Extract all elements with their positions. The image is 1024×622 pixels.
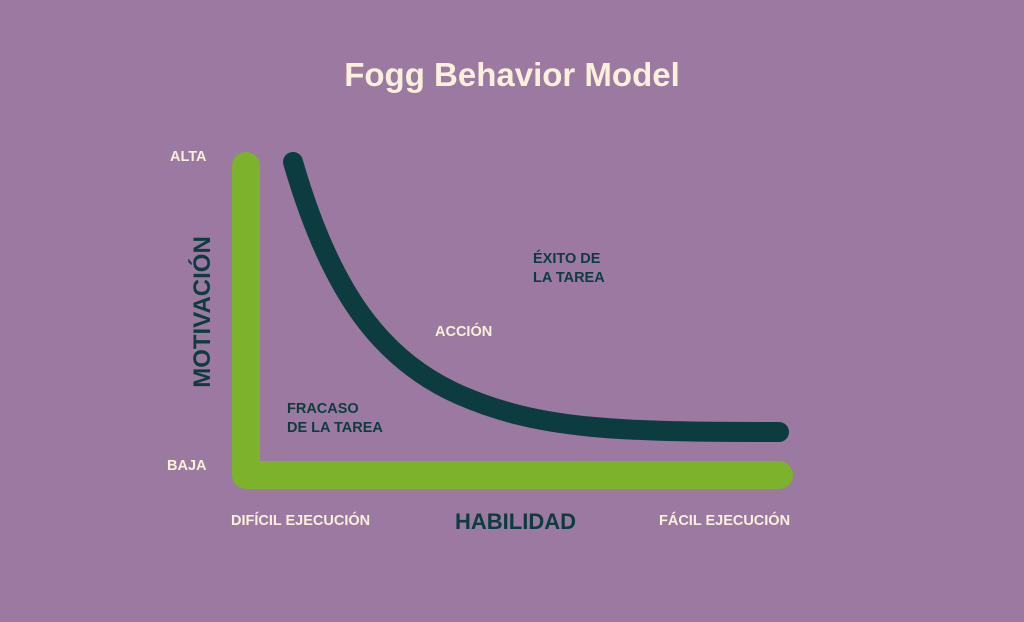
y-high-label: ALTA [170,149,207,165]
y-low-label: BAJA [167,458,207,474]
axes [232,152,793,489]
x-axis-label: HABILIDAD [455,509,576,534]
failure-label-line2: DE LA TAREA [287,420,383,436]
success-label-line1: ÉXITO DE [533,251,601,267]
action-label: ACCIÓN [435,324,493,340]
x-high-label: FÁCIL EJECUCIÓN [659,513,791,529]
success-label-line2: LA TAREA [533,270,605,286]
failure-label-line1: FRACASO [287,401,359,417]
y-axis-label: MOTIVACIÓN [189,236,216,388]
page-title: Fogg Behavior Model [344,56,680,93]
action-line-curve [283,152,789,442]
x-low-label: DIFÍCIL EJECUCIÓN [231,513,371,529]
